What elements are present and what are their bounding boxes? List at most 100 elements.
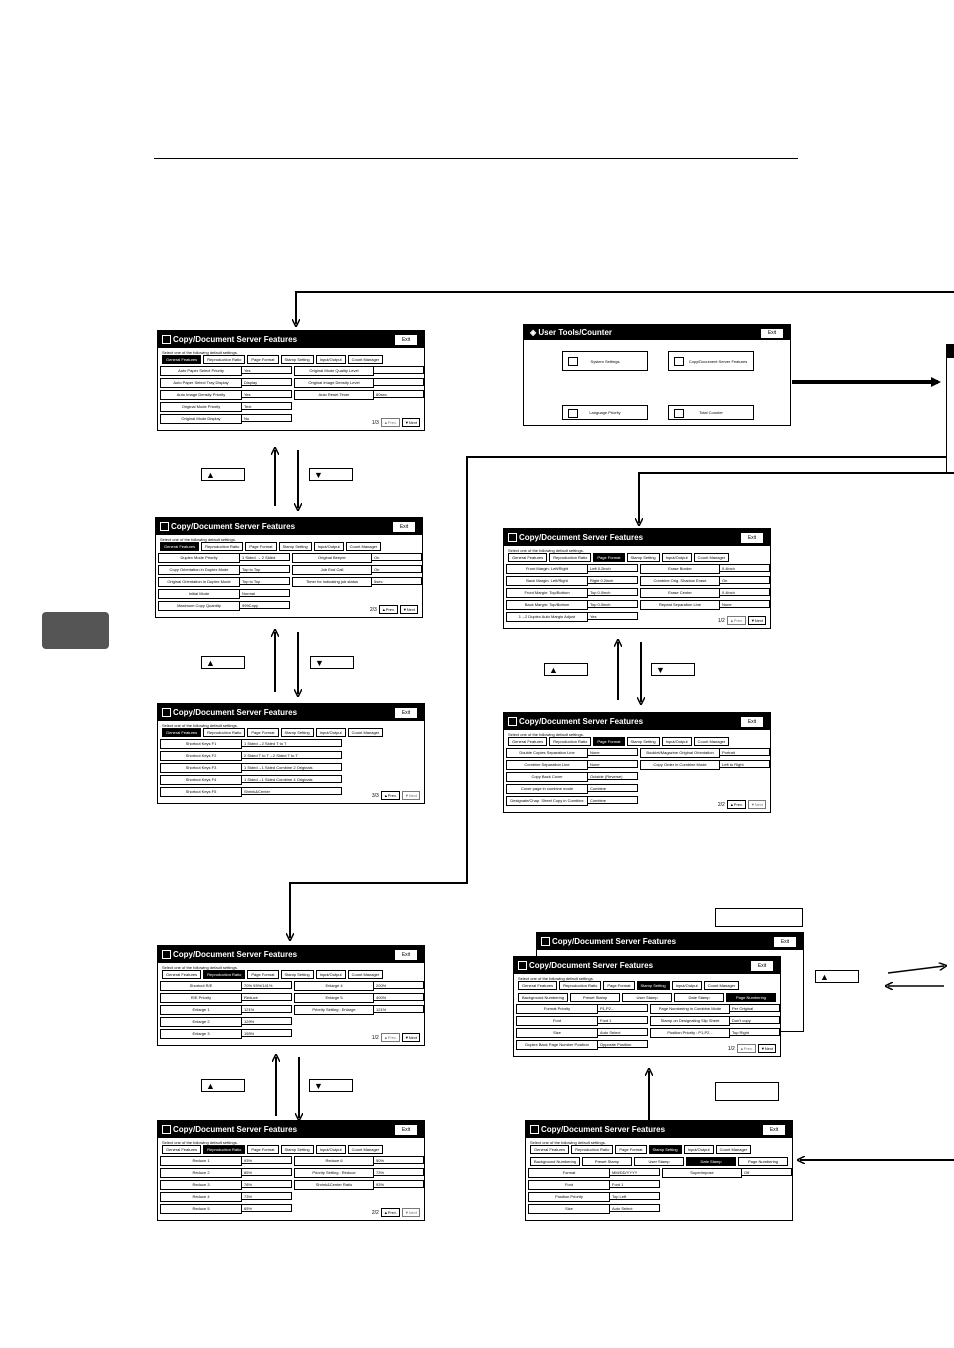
tab-count-manager[interactable]: Count Manager bbox=[347, 970, 384, 979]
tab-general-features[interactable]: General Features bbox=[162, 355, 202, 364]
tab-input-output[interactable]: Input/Output bbox=[315, 728, 346, 737]
tab-stamp-setting[interactable]: Stamp Setting bbox=[626, 553, 660, 562]
tab-page-format[interactable]: Page Format bbox=[247, 970, 279, 979]
tab-reproduction-ratio[interactable]: Reproduction Ratio bbox=[549, 553, 592, 562]
tab-reproduction-ratio[interactable]: Reproduction Ratio bbox=[203, 355, 246, 364]
total-counter-button[interactable]: Total Counter bbox=[668, 405, 754, 420]
subtab-page-numbering[interactable]: Page Numbering bbox=[738, 1157, 789, 1166]
exit-button[interactable]: Exit bbox=[392, 521, 416, 533]
tab-input-output[interactable]: Input/Output bbox=[313, 542, 344, 551]
tab-reproduction-ratio[interactable]: Reproduction Ratio bbox=[201, 542, 244, 551]
exit-button[interactable]: Exit bbox=[750, 960, 774, 972]
subtab-preset-stamp[interactable]: Preset Stamp bbox=[582, 1157, 633, 1166]
tab-count-manager[interactable]: Count Manager bbox=[693, 737, 730, 746]
tab-input-output[interactable]: Input/Output bbox=[683, 1145, 714, 1154]
prev-button[interactable]: ▲Prev. bbox=[378, 605, 398, 614]
prev-button[interactable]: ▲Prev. bbox=[736, 1044, 756, 1053]
tab-stamp-setting[interactable]: Stamp Setting bbox=[280, 728, 314, 737]
tab-reproduction-ratio[interactable]: Reproduction Ratio bbox=[549, 737, 592, 746]
subtab-date-stamp[interactable]: Date Stamp bbox=[674, 993, 725, 1002]
tab-page-format[interactable]: Page Format bbox=[593, 737, 625, 746]
system-settings-button[interactable]: System Settings bbox=[562, 351, 648, 371]
exit-button[interactable]: Exit bbox=[394, 707, 418, 719]
tab-reproduction-ratio[interactable]: Reproduction Ratio bbox=[203, 970, 246, 979]
tab-count-manager[interactable]: Count Manager bbox=[703, 981, 740, 990]
subtab-date-stamp[interactable]: Date Stamp bbox=[686, 1157, 737, 1166]
next-button[interactable]: ▼Next bbox=[757, 1044, 776, 1053]
tab-input-output[interactable]: Input/Output bbox=[661, 737, 692, 746]
setting-row[interactable]: Original Image Density Level bbox=[294, 378, 424, 388]
subtab-background-numbering[interactable]: Background Numbering bbox=[530, 1157, 581, 1166]
tab-input-output[interactable]: Input/Output bbox=[315, 970, 346, 979]
next-button[interactable]: ▼Next bbox=[747, 800, 766, 809]
tab-reproduction-ratio[interactable]: Reproduction Ratio bbox=[203, 728, 246, 737]
tab-general-features[interactable]: General Features bbox=[162, 728, 202, 737]
tab-reproduction-ratio[interactable]: Reproduction Ratio bbox=[559, 981, 602, 990]
tab-general-features[interactable]: General Features bbox=[160, 542, 200, 551]
tab-page-format[interactable]: Page Format bbox=[245, 542, 277, 551]
tab-count-manager[interactable]: Count Manager bbox=[693, 553, 730, 562]
language-priority-button[interactable]: Language Priority bbox=[562, 405, 648, 420]
next-button[interactable]: ▼Next bbox=[401, 791, 420, 800]
tab-count-manager[interactable]: Count Manager bbox=[347, 355, 384, 364]
prev-button[interactable]: ▲Prev. bbox=[726, 616, 746, 625]
tab-general-features[interactable]: General Features bbox=[518, 981, 558, 990]
tab-page-format[interactable]: Page Format bbox=[247, 1145, 279, 1154]
setting-row[interactable]: Original Mode Quality Level bbox=[294, 366, 424, 376]
prev-button[interactable]: ▲Prev. bbox=[380, 1208, 400, 1217]
tab-stamp-setting[interactable]: Stamp Setting bbox=[278, 542, 312, 551]
subtab-page-numbering[interactable]: Page Numbering bbox=[726, 993, 777, 1002]
tab-general-features[interactable]: General Features bbox=[508, 737, 548, 746]
tab-general-features[interactable]: General Features bbox=[162, 970, 202, 979]
tab-stamp-setting[interactable]: Stamp Setting bbox=[648, 1145, 682, 1154]
tab-page-format[interactable]: Page Format bbox=[615, 1145, 647, 1154]
tab-reproduction-ratio[interactable]: Reproduction Ratio bbox=[203, 1145, 246, 1154]
tab-count-manager[interactable]: Count Manager bbox=[345, 542, 382, 551]
tab-count-manager[interactable]: Count Manager bbox=[715, 1145, 752, 1154]
setting-row[interactable]: Position Priority : P1,P2...Top Right bbox=[650, 1028, 780, 1038]
prev-button[interactable]: ▲Prev. bbox=[380, 791, 400, 800]
tab-page-format[interactable]: Page Format bbox=[593, 553, 625, 562]
next-button[interactable]: ▼Next bbox=[401, 1033, 420, 1042]
exit-button[interactable]: Exit bbox=[762, 1124, 786, 1136]
prev-button[interactable]: ▲Prev. bbox=[726, 800, 746, 809]
tab-general-features[interactable]: General Features bbox=[530, 1145, 570, 1154]
